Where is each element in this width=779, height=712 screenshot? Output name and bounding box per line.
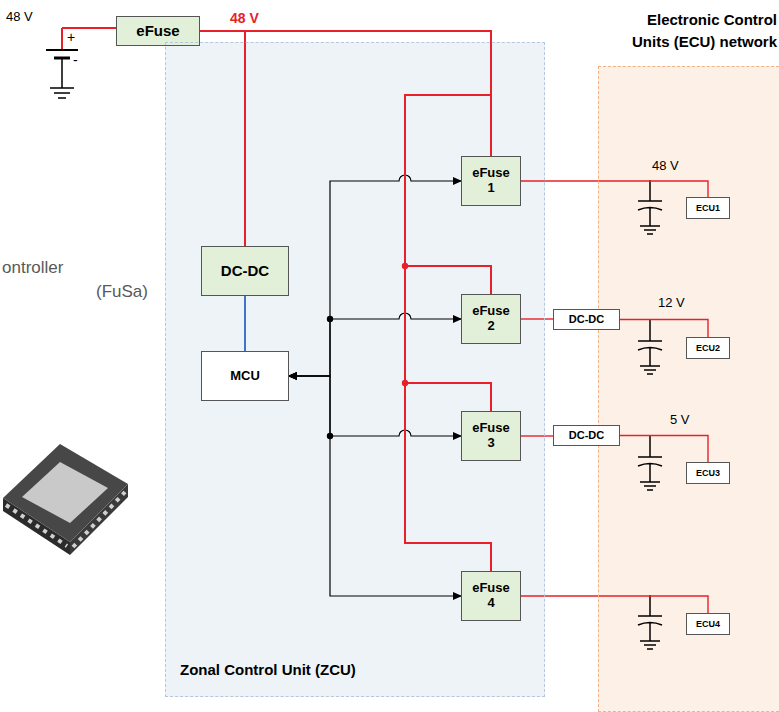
connector-wire — [521, 318, 553, 319]
box-label: eFuse — [136, 22, 179, 39]
capacitor-symbols — [638, 180, 662, 649]
box-label: ECU3 — [696, 468, 720, 478]
box-label: ECU1 — [696, 203, 720, 213]
chip-illustration — [6, 505, 67, 546]
connector-wire — [289, 313, 461, 376]
box-label: DC-DC — [569, 313, 604, 326]
ecu-box: ECU4 — [686, 613, 730, 635]
box-label: DC-DC — [569, 429, 604, 442]
box-label: 4 — [487, 596, 494, 611]
ecu-ground — [598, 66, 779, 712]
battery-symbol — [46, 49, 78, 51]
converter-box: DC-DC — [553, 425, 620, 446]
capacitor-symbols — [638, 595, 662, 649]
voltage-label: 48 V — [6, 10, 33, 25]
box-label: MCU — [230, 369, 260, 384]
efuse-box: eFuse4 — [461, 571, 521, 621]
connector-wire — [244, 296, 246, 351]
converter-box: DC-DC — [553, 309, 620, 330]
box-label: DC-DC — [221, 262, 269, 279]
box-label: ECU2 — [696, 343, 720, 353]
box-label: ECU4 — [696, 619, 720, 629]
efuse-box: eFuse2 — [461, 294, 521, 344]
capacitor-symbols — [638, 320, 662, 374]
ecu-region: Electronic Control Units (ECU) networkEC… — [598, 66, 779, 712]
capacitor-symbols — [638, 180, 662, 234]
box-label: 2 — [487, 319, 494, 334]
polarity-sign: + — [67, 29, 75, 45]
box-label: eFuse — [472, 581, 510, 596]
voltage-label: 12 V — [658, 296, 685, 311]
junction-dot — [402, 263, 408, 269]
chip-illustration — [3, 444, 128, 555]
chip-illustration — [73, 492, 125, 547]
voltage-label: 5 V — [670, 413, 690, 428]
box-label: 3 — [487, 436, 494, 451]
polarity-sign: - — [73, 52, 78, 68]
connector-wire — [289, 376, 461, 596]
connector-wire — [521, 181, 708, 197]
efuse-box: eFuse3 — [461, 411, 521, 461]
connector-wire — [521, 435, 553, 436]
connector-wire — [200, 31, 491, 571]
box-label: eFuse — [472, 421, 510, 436]
capacitor-symbols — [638, 436, 662, 490]
controller-caption: (FuSa) — [96, 282, 148, 302]
box-label: 1 — [487, 181, 494, 196]
connector-wire — [521, 596, 708, 613]
ecu-box: ECU1 — [686, 197, 730, 219]
efuse-box: eFuse1 — [461, 156, 521, 206]
ecu-box: ECU2 — [686, 337, 730, 359]
connector-wire — [620, 320, 708, 338]
junction-dot — [402, 380, 408, 386]
battery-symbol — [46, 28, 116, 98]
connector-wire — [289, 175, 461, 376]
connector-wire — [200, 31, 491, 411]
box-label: eFuse — [472, 166, 510, 181]
ecu-box: ECU3 — [686, 462, 730, 484]
chip-illustration — [3, 444, 128, 542]
connector-wire — [289, 376, 461, 436]
controller-caption: ontroller — [2, 258, 63, 278]
connector-wire — [620, 436, 708, 463]
chip-illustration — [22, 462, 108, 523]
converter-box: DC-DC — [201, 246, 289, 296]
battery-symbol — [62, 28, 116, 50]
connector-wire — [200, 31, 245, 246]
bus-voltage-label: 48 V — [230, 10, 259, 26]
voltage-label: 48 V — [652, 159, 679, 174]
zcu-ground — [165, 42, 545, 697]
mcu-box: MCU — [201, 351, 289, 401]
region-title: Zonal Control Unit (ZCU) — [180, 661, 356, 678]
battery-symbol — [50, 58, 74, 98]
region-title: Electronic Control Units (ECU) network — [612, 9, 777, 53]
zone-region: Zonal Control Unit (ZCU)DC-DCMCUeFuse1eF… — [165, 42, 545, 697]
box-label: eFuse — [472, 304, 510, 319]
connector-wire — [200, 31, 491, 156]
junction-dot — [327, 316, 333, 322]
junction-dot — [327, 433, 333, 439]
